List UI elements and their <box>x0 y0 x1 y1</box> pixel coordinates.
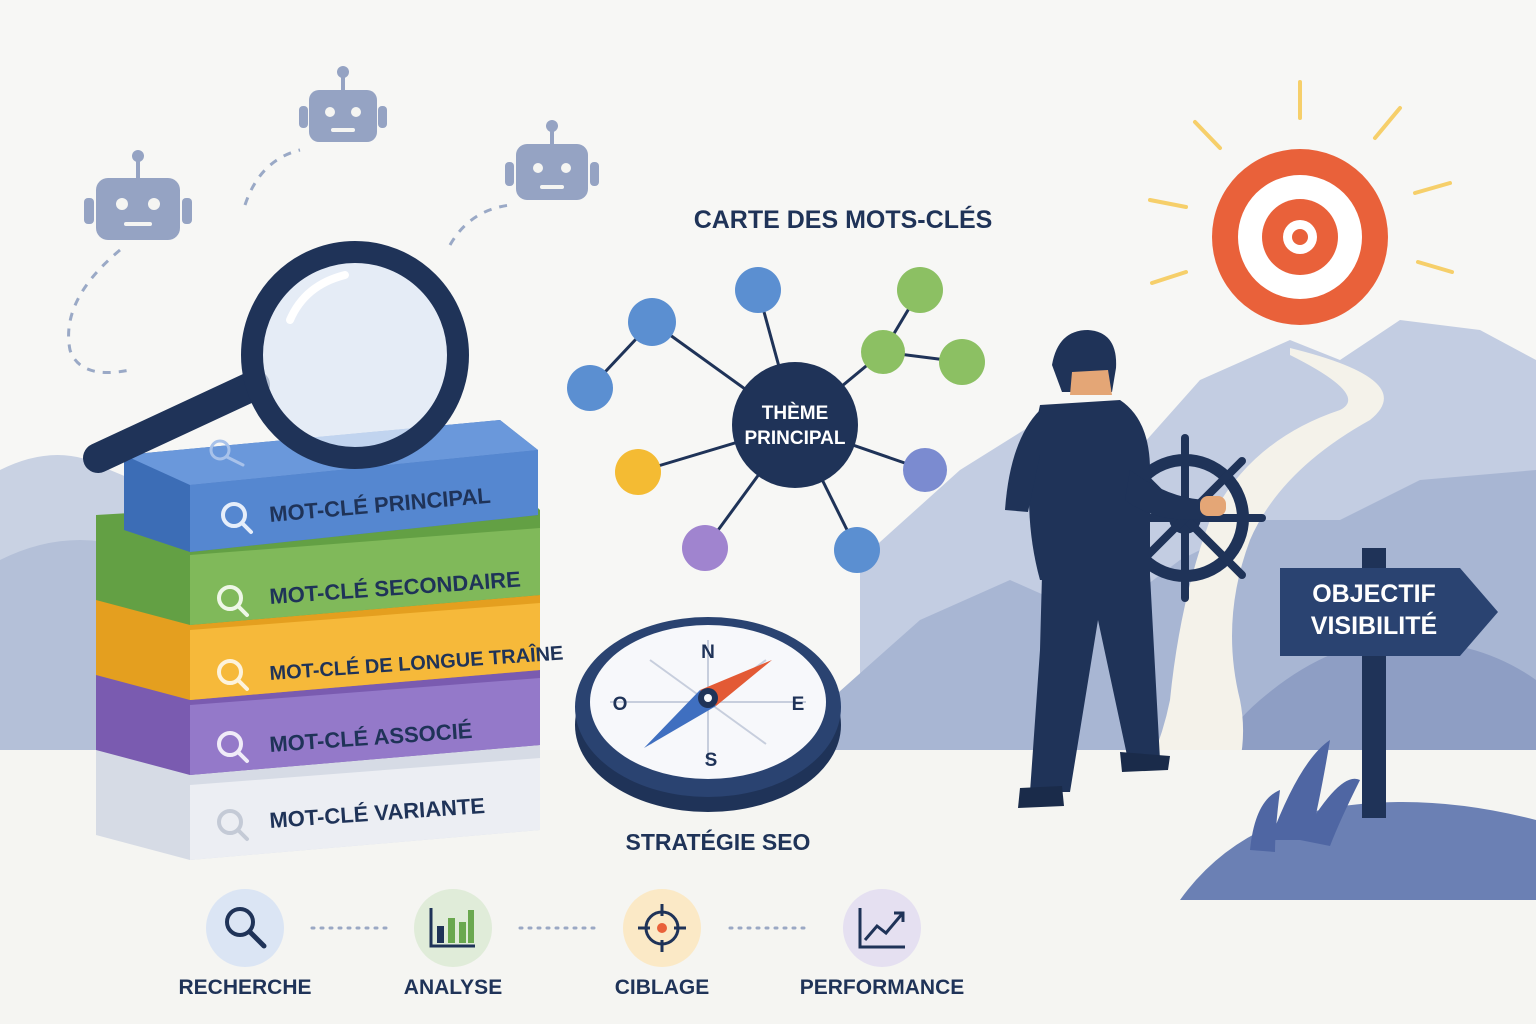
process-steps: RECHERCHE ANALYSE CIBLAGE <box>178 889 964 999</box>
dashed-trail-2 <box>243 148 301 206</box>
dashed-trail-1 <box>67 248 131 374</box>
search-icon <box>209 439 231 461</box>
crosshair-icon <box>638 904 686 952</box>
step-label: CIBLAGE <box>615 976 710 999</box>
step-label: ANALYSE <box>404 976 502 999</box>
front-hill <box>1180 802 1536 900</box>
bush <box>1250 740 1360 852</box>
robot-icon <box>299 66 387 142</box>
compass-caption: STRATÉGIE SEO <box>626 828 811 855</box>
compass-south: S <box>705 750 718 771</box>
sign-line1: OBJECTIF <box>1312 580 1436 608</box>
bar-chart-icon <box>429 908 475 948</box>
map-center-line2: PRINCIPAL <box>745 428 846 449</box>
compass-icon: N S E O <box>575 617 841 812</box>
map-node <box>735 267 781 313</box>
keyword-map: CARTE DES MOTS-CLÉS THÈME PRINCIPAL <box>567 205 992 573</box>
target-icon <box>1148 80 1454 325</box>
search-icon <box>217 731 243 757</box>
map-center-line1: THÈME <box>762 402 829 424</box>
map-node <box>939 339 985 385</box>
compass-north: N <box>701 642 715 663</box>
robot-bots <box>67 66 599 374</box>
map-node <box>861 330 905 374</box>
map-node <box>897 267 943 313</box>
compass-east: E <box>792 694 805 715</box>
step-analyse: ANALYSE <box>404 889 502 999</box>
step-ciblage: CIBLAGE <box>615 889 710 999</box>
map-node <box>682 525 728 571</box>
compass-west: O <box>613 694 628 715</box>
search-icon <box>217 659 243 685</box>
map-node <box>615 449 661 495</box>
step-label: RECHERCHE <box>178 976 311 999</box>
map-center-node <box>732 362 858 488</box>
search-icon <box>217 809 243 835</box>
map-node <box>903 448 947 492</box>
sign-line2: VISIBILITÉ <box>1311 611 1437 640</box>
keyword-book-stack: MOT-CLÉ VARIANTE MOT-CLÉ ASSOCIÉ MOT-CLÉ… <box>96 420 564 860</box>
step-performance: PERFORMANCE <box>800 889 965 999</box>
dashed-trail-3 <box>448 203 511 246</box>
search-icon <box>217 585 243 611</box>
map-node <box>628 298 676 346</box>
robot-icon <box>84 150 192 240</box>
step-recherche: RECHERCHE <box>178 889 312 999</box>
magnifying-glass-icon <box>83 241 469 473</box>
robot-icon <box>505 120 599 200</box>
objective-signpost: OBJECTIF VISIBILITÉ <box>1280 548 1498 818</box>
person-with-ship-wheel <box>1005 330 1266 808</box>
keyword-map-title: CARTE DES MOTS-CLÉS <box>694 205 993 234</box>
trend-chart-icon <box>858 908 905 949</box>
search-icon <box>221 502 247 528</box>
winding-road <box>1060 348 1384 900</box>
search-icon <box>225 907 267 949</box>
map-node <box>567 365 613 411</box>
step-label: PERFORMANCE <box>800 976 965 999</box>
map-node <box>834 527 880 573</box>
